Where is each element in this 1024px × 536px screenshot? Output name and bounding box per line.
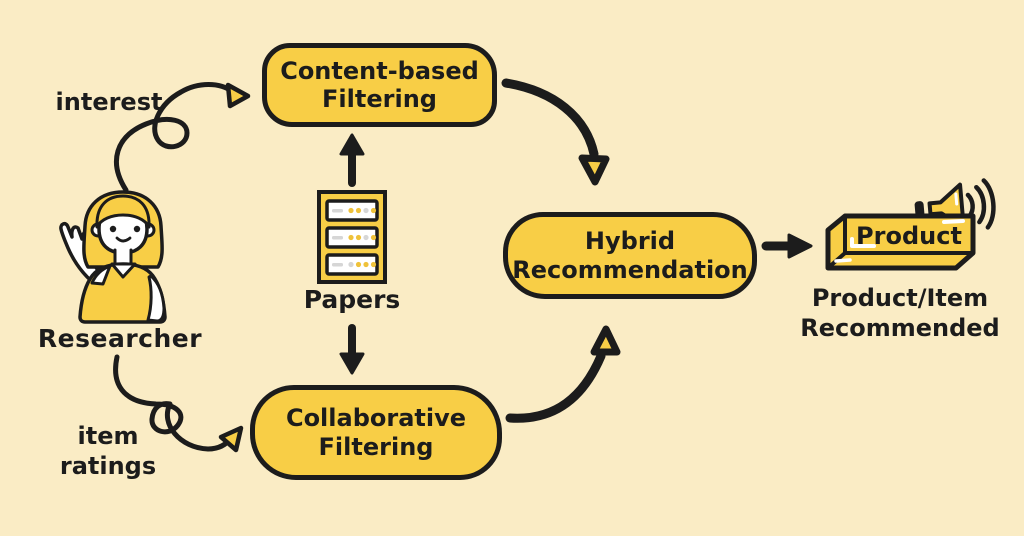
- product-3d-box-icon: [825, 213, 976, 271]
- interest-arrow: [114, 82, 251, 193]
- node-label-line: Hybrid: [584, 226, 676, 255]
- server-stack-icon: [317, 190, 387, 284]
- item-ratings-arrow: [113, 354, 244, 453]
- node-collaborative-filtering: Collaborative Filtering: [250, 385, 502, 480]
- edge-label-line: item: [77, 422, 139, 450]
- edge-label-interest: interest: [55, 88, 163, 116]
- node-label-line: Recommendation: [512, 255, 748, 284]
- edge-label-item-ratings: item ratings: [52, 421, 164, 481]
- papers-caption: Papers: [303, 285, 401, 314]
- node-label-line: Filtering: [318, 432, 434, 461]
- output-caption-line: Product/Item: [811, 284, 989, 312]
- node-content-based-filtering: Content-based Filtering: [262, 43, 497, 127]
- node-label-line: Content-based: [280, 57, 479, 85]
- output-caption-line: Recommended: [800, 314, 1000, 342]
- product-box-label: Product: [856, 222, 962, 250]
- papers-to-collab-arrow: [339, 324, 365, 375]
- output-caption: Product/Item Recommended: [798, 283, 1002, 343]
- node-label-line: Collaborative: [285, 403, 467, 432]
- collab-to-hybrid-arrow: [505, 325, 621, 423]
- researcher-caption: Researcher: [37, 324, 203, 353]
- researcher-icon: [59, 190, 167, 324]
- node-label-line: Filtering: [322, 85, 437, 113]
- content-to-hybrid-arrow: [501, 78, 610, 186]
- papers-to-content-arrow: [339, 133, 365, 187]
- node-hybrid-recommendation: Hybrid Recommendation: [503, 212, 757, 299]
- hybrid-to-product-arrow: [761, 233, 813, 259]
- edge-label-line: ratings: [59, 452, 157, 480]
